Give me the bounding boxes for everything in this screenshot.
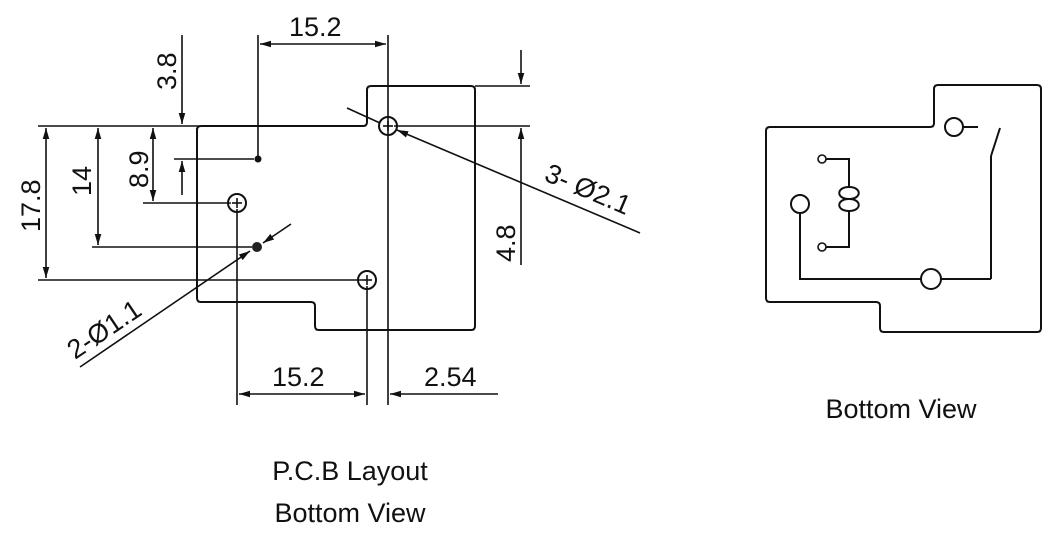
large-hole-2 [227, 193, 247, 213]
coil-trace-bottom [826, 211, 850, 248]
bottom-view-schematic: Bottom View [765, 84, 1042, 424]
leader-small-holes [79, 250, 251, 368]
pcb-layout-view: 15.2 15.2 2.54 17.8 14 8.9 3.8 4.8 3- Ø2… [16, 12, 641, 528]
dim-label-4-8: 4.8 [491, 224, 521, 262]
coil-pin-1 [817, 154, 827, 164]
contact-pin-left [790, 194, 810, 214]
coil-trace-top [826, 158, 850, 187]
com-pin [944, 117, 964, 137]
dim-label-3-8: 3.8 [152, 52, 182, 90]
contact-pin-bottom [920, 268, 942, 290]
caption-pcb-layout: P.C.B Layout [272, 456, 428, 486]
switch-blade-icon [990, 127, 1001, 157]
caption-pcb-bottom-view: Bottom View [274, 498, 426, 528]
large-hole-3 [357, 270, 377, 290]
dim-label-17-8: 17.8 [16, 179, 46, 232]
dim-label-8-9: 8.9 [124, 150, 154, 188]
contact-trace-left [799, 213, 921, 280]
dim-label-2-54: 2.54 [424, 362, 477, 392]
coil-icon [838, 186, 860, 213]
pcb-outline [196, 85, 476, 331]
coil-pin-2 [817, 242, 827, 252]
small-hole-1 [254, 155, 262, 163]
relay-outline [765, 84, 1042, 333]
leader-large-hole-a [346, 107, 381, 124]
dim-label-bottom-15-2: 15.2 [272, 362, 325, 392]
leader-large-holes [396, 129, 641, 234]
small-hole-2 [252, 242, 262, 252]
dim-label-14: 14 [67, 166, 97, 196]
dim-label-top-15-2: 15.2 [289, 12, 342, 42]
leader-small-holes-b [262, 223, 292, 244]
large-hole-1 [378, 116, 398, 136]
caption-bottom-view: Bottom View [825, 394, 977, 424]
